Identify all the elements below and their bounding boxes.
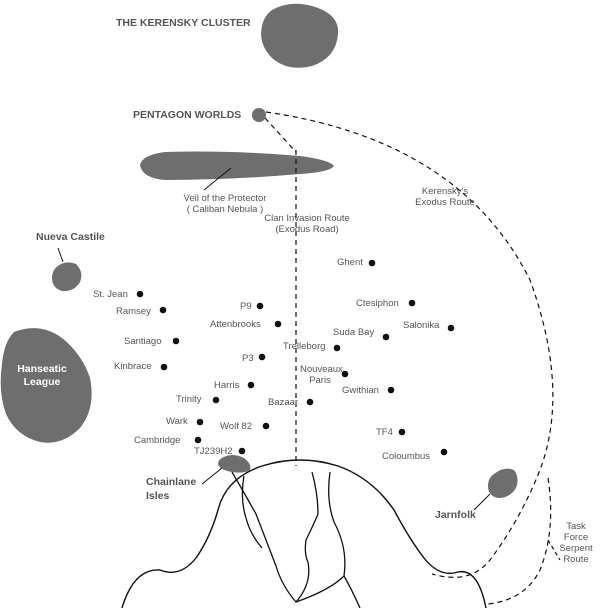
dot-salonika <box>447 324 455 332</box>
system-label-santiago: Santiago <box>124 336 162 347</box>
jarnfolk-leader-line <box>473 493 491 511</box>
serpent-label-line4: Route <box>563 554 589 565</box>
system-label-coloumbus: Coloumbus <box>382 451 431 462</box>
veil-of-the-protector-region <box>140 151 334 180</box>
dot-nouveaux-paris <box>341 370 349 378</box>
serpent-label-line3: Serpent <box>559 543 593 554</box>
nouveaux-paris-line2: Paris <box>309 375 331 386</box>
dot-wolf-82 <box>262 422 270 430</box>
chainlane-label-line2: Isles <box>146 490 170 502</box>
system-label-ramsey: Ramsey <box>116 306 151 317</box>
dot-wark <box>196 418 204 426</box>
hanseatic-label-line1: Hanseatic <box>17 363 67 375</box>
veil-label-line1: Veil of the Protector <box>183 193 267 204</box>
system-label-ghent: Ghent <box>337 257 363 268</box>
veil-label: Veil of the Protector ( Caliban Nebula ) <box>170 193 280 215</box>
inner-border-3 <box>304 471 319 563</box>
system-label-p3: P3 <box>242 353 254 364</box>
inner-border-4 <box>241 475 263 549</box>
kerensky-cluster-region <box>261 3 339 68</box>
clan-route-label: Clan Invasion Route (Exodus Road) <box>250 213 364 235</box>
system-label-bazaar: Bazaar <box>268 397 299 408</box>
dot-coloumbus <box>440 448 448 456</box>
dot-santiago <box>172 337 180 345</box>
kerensky-exodus-route <box>265 111 554 578</box>
dot-gwithian <box>387 386 395 394</box>
serpent-route-branch <box>547 539 561 561</box>
system-label-salonika: Salonika <box>403 320 440 331</box>
dot-ctesiphon <box>408 299 416 307</box>
nueva-castile-leader-line <box>57 247 64 263</box>
clan-route-label-line1: Clan Invasion Route <box>264 213 350 224</box>
kerensky-cluster-label: THE KERENSKY CLUSTER <box>116 17 251 29</box>
system-label-wark: Wark <box>166 416 188 427</box>
dot-trinity <box>212 396 220 404</box>
serpent-label-line2: Force <box>563 532 589 543</box>
system-label-tf4: TF4 <box>376 427 393 438</box>
task-force-serpent-route <box>487 477 552 605</box>
dot-p3 <box>258 353 266 361</box>
inner-border-1 <box>231 471 310 603</box>
exodus-route-label: Kerensky's Exodus Route <box>400 186 490 208</box>
dot-p9 <box>256 302 264 310</box>
chainlane-isles-label: Chainlane Isles <box>146 475 196 503</box>
inner-sphere-outline <box>121 459 487 608</box>
system-label-trelleborg: Trelleborg <box>283 341 326 352</box>
exodus-route-label-line1: Kerensky's <box>421 186 469 197</box>
system-label-st-jean: St. Jean <box>93 289 128 300</box>
hanseatic-label-line2: League <box>23 376 61 388</box>
dot-st-jean <box>136 290 144 298</box>
dot-ramsey <box>159 306 167 314</box>
system-label-ctesiphon: Ctesiphon <box>356 298 399 309</box>
system-label-cambridge: Cambridge <box>134 435 181 446</box>
serpent-label-line1: Task <box>566 521 586 532</box>
chainlane-label-line1: Chainlane <box>146 476 197 488</box>
veil-label-line2: ( Caliban Nebula ) <box>186 204 264 215</box>
nueva-castile-region <box>52 262 82 292</box>
dot-attenbrooks <box>274 320 282 328</box>
dot-kinbrace <box>160 363 168 371</box>
system-label-gwithian: Gwithian <box>342 385 379 396</box>
inner-border-5 <box>343 575 361 608</box>
system-label-wolf-82: Wolf 82 <box>220 421 253 432</box>
dot-trelleborg <box>333 344 341 352</box>
dot-cambridge <box>194 436 202 444</box>
hanseatic-league-label: Hanseatic League <box>8 363 76 389</box>
system-dots <box>136 259 455 456</box>
system-label-kinbrace: Kinbrace <box>114 361 152 372</box>
system-label-nouveaux-paris: Nouveaux Paris <box>300 364 343 386</box>
inner-border-2 <box>295 471 346 603</box>
task-force-serpent-label: Task Force Serpent Route <box>556 521 596 565</box>
jarnfolk-label: Jarnfolk <box>435 509 476 521</box>
system-label-harris: Harris <box>214 380 240 391</box>
pentagon-worlds-label: PENTAGON WORLDS <box>133 109 242 121</box>
veil-leader-line <box>203 167 232 191</box>
dot-ghent <box>368 259 376 267</box>
jarnfolk-region <box>488 468 518 498</box>
chainlane-leader-line <box>201 467 223 485</box>
dot-suda-bay <box>382 333 390 341</box>
system-label-p9: P9 <box>240 301 252 312</box>
exodus-route-label-line2: Exodus Route <box>415 197 475 208</box>
chainlane-isles-region <box>218 455 251 473</box>
system-label-suda-bay: Suda Bay <box>333 327 375 338</box>
system-label-trinity: Trinity <box>176 394 202 405</box>
clan-route-label-line2: (Exodus Road) <box>275 224 339 235</box>
system-label-attenbrooks: Attenbrooks <box>210 319 261 330</box>
dot-bazaar <box>306 398 314 406</box>
dot-tj239h2 <box>238 447 246 455</box>
dot-tf4 <box>398 428 406 436</box>
clan-route-diagonal <box>264 117 297 153</box>
nouveaux-paris-line1: Nouveaux <box>300 364 343 375</box>
pentagon-worlds-region <box>252 108 266 122</box>
nueva-castile-label: Nueva Castile <box>36 231 105 243</box>
system-label-tj239h2: TJ239H2 <box>194 446 233 457</box>
dot-harris <box>247 381 255 389</box>
hanseatic-league-region <box>0 328 92 443</box>
